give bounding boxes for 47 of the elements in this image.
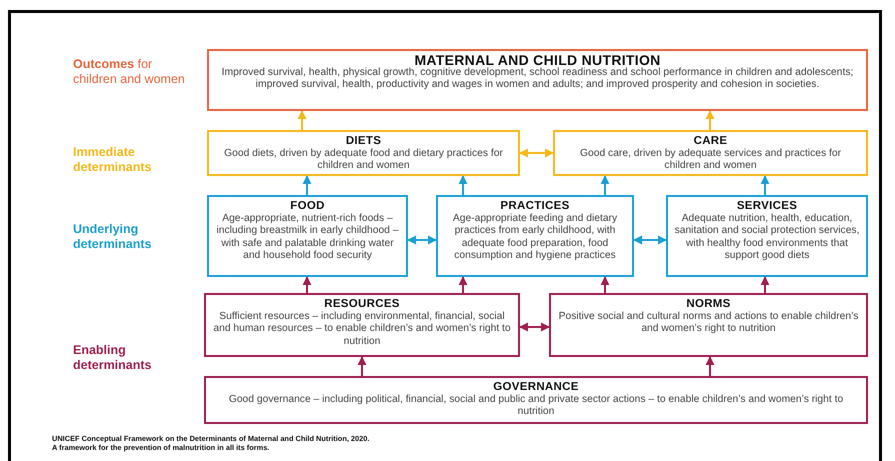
determinant-box — [666, 195, 868, 277]
box-heading: FOOD — [289, 199, 326, 213]
determinant-box — [436, 195, 634, 277]
arrow — [458, 276, 468, 293]
arrow — [519, 148, 554, 158]
determinant-box — [204, 293, 520, 357]
box-description: Age-appropriate, nutrient-rich foods – including breastmilk in early childhood – with safe and palatable drinking water and household food security — [215, 213, 400, 263]
box-description: Age-appropriate feeding and dietary practices from early childhood, with adequate food preparation, food consumption and hygiene practices — [452, 213, 618, 263]
box-description: Positive social and cultural norms and actions to enable children’s and women’s right to nutrition — [558, 311, 860, 336]
determinant-box — [549, 293, 868, 357]
box-heading: NORMS — [685, 297, 732, 311]
arrow — [298, 110, 306, 130]
box-description: Good care, driven by adequate services and practices for children and women — [579, 148, 842, 173]
arrow — [633, 236, 667, 244]
box-description: Improved survival, health, physical growth, cognitive development, school readiness and school performance in children and adolescents; improved survival, health, productivity and wages in women and adults; and improved prosperity and cohesion in societies. — [220, 67, 854, 92]
determinant-box — [207, 195, 408, 277]
arrow — [600, 276, 610, 293]
box-heading: DIETS — [344, 134, 382, 148]
arrow — [302, 276, 312, 293]
arrow — [600, 175, 610, 195]
arrow — [760, 276, 770, 293]
tier-heading: Enabling determinants — [73, 343, 152, 373]
arrow — [407, 236, 437, 244]
arrow — [519, 322, 550, 332]
box-heading: RESOURCES — [323, 297, 401, 311]
determinant-box — [207, 130, 520, 176]
arrow — [706, 110, 714, 130]
determinant-box — [553, 130, 868, 176]
determinant-box — [207, 49, 868, 111]
arrow — [760, 175, 770, 195]
box-description: Good diets, driven by adequate food and dietary practices for children and women — [223, 148, 504, 173]
box-heading: CARE — [692, 134, 728, 148]
determinant-box — [204, 376, 868, 424]
arrow — [458, 175, 468, 195]
box-heading: PRACTICES — [499, 199, 571, 213]
tier-heading: Underlying determinants — [73, 222, 152, 252]
box-description: Good governance – including political, financial, social and public and private sector actions – to enable children’s and women’s right to nutrition — [228, 394, 844, 419]
arrow — [358, 356, 366, 376]
box-heading: MATERNAL AND CHILD NUTRITION — [414, 53, 662, 67]
box-heading: GOVERNANCE — [492, 380, 580, 394]
arrow — [302, 175, 312, 195]
box-description: Sufficient resources – including environmental, financial, social and human resources – to enable children’s and women’s right to nutrition — [212, 311, 512, 348]
tier-heading: Immediate determinants — [73, 145, 152, 175]
box-description: Adequate nutrition, health, education, sanitation and social protection services, with healthy food environments that support good diets — [674, 213, 860, 263]
arrow — [706, 356, 714, 376]
box-heading: SERVICES — [736, 199, 798, 213]
tier-heading: Outcomes for children and women — [73, 57, 186, 87]
